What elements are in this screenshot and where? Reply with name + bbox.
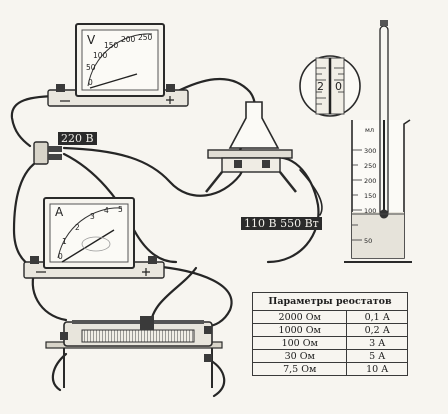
plug-220v [33, 141, 62, 165]
thermometer-magnifier: 2 0 [299, 55, 361, 117]
current-cell: 5 А [346, 349, 408, 363]
ammeter-tick-3: 3 [90, 212, 95, 221]
table-row: 30 Ом 5 А [251, 349, 408, 363]
table-row: 2000 Ом 0,1 А [251, 310, 408, 324]
ammeter-symbol: A [55, 205, 64, 219]
table-title: Параметры реостатов [252, 292, 408, 311]
table-row: 7,5 Ом 10 А [251, 362, 408, 376]
resistance-cell: 1000 Ом [251, 323, 348, 337]
magnifier-mark-right: 0 [335, 80, 342, 93]
resistance-cell: 7,5 Ом [251, 362, 348, 376]
plus-sign [166, 96, 174, 104]
beaker-tick-200: 200 [364, 177, 376, 185]
resistance-cell: 100 Ом [251, 336, 348, 350]
magnifier-mark-left: 2 [317, 80, 324, 93]
voltmeter-tick-150: 150 [104, 41, 119, 50]
plus-sign [142, 268, 150, 276]
measuring-beaker: мл 300 250 200 150 100 50 [344, 20, 412, 263]
current-cell: 3 А [346, 336, 408, 350]
rheostat [45, 316, 223, 388]
ammeter-tick-1: 1 [62, 237, 67, 246]
beaker-tick-150: 150 [364, 192, 376, 200]
table-row: 1000 Ом 0,2 А [251, 323, 408, 337]
voltmeter-tick-0: 0 [88, 78, 93, 87]
beaker-tick-300: 300 [364, 147, 376, 155]
current-cell: 0,2 А [346, 323, 408, 337]
ammeter-tick-5: 5 [118, 205, 123, 214]
beaker-tick-50: 50 [364, 237, 372, 245]
electric-heater [221, 157, 281, 173]
ammeter-terminals [30, 256, 157, 264]
source-voltage-label: 220 В [58, 132, 97, 145]
rheostat-slider [140, 316, 154, 330]
beaker-tick-100: 100 [364, 207, 376, 215]
ammeter-tick-4: 4 [104, 206, 109, 215]
beaker-tick-250: 250 [364, 162, 376, 170]
beaker-unit: мл [365, 126, 374, 134]
voltmeter-tick-50: 50 [86, 63, 96, 72]
voltmeter-symbol: V [87, 33, 96, 47]
current-cell: 10 А [346, 362, 408, 376]
voltmeter-tick-250: 250 [138, 33, 153, 42]
rheostat-parameters-table: Параметры реостатов 2000 Ом 0,1 А 1000 О… [251, 292, 408, 376]
voltmeter-terminals [56, 84, 175, 92]
resistance-cell: 2000 Ом [251, 310, 348, 324]
voltmeter-tick-200: 200 [121, 35, 136, 44]
voltmeter-tick-100: 100 [93, 51, 108, 60]
voltmeter: V 0 50 100 150 200 250 [47, 23, 189, 107]
conical-flask [228, 101, 280, 149]
current-cell: 0,1 А [346, 310, 408, 324]
table-row: 100 Ом 3 А [251, 336, 408, 350]
resistance-cell: 30 Ом [251, 349, 348, 363]
ammeter-tick-0: 0 [58, 252, 63, 261]
ammeter: A 0 1 2 3 4 5 [23, 197, 165, 279]
heater-rating-label: 110 В 550 Вт [241, 217, 322, 230]
heater-with-flask [205, 101, 297, 193]
ammeter-tick-2: 2 [75, 223, 80, 232]
